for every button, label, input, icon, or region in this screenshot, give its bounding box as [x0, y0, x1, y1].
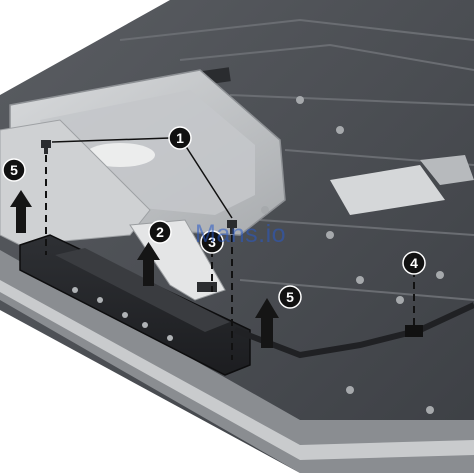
- svg-text:2: 2: [156, 224, 164, 240]
- button-board: [19, 234, 251, 376]
- bracket-cutout: [85, 143, 155, 167]
- callout-3: 3: [200, 230, 224, 254]
- lift-arrow-right: [255, 298, 279, 348]
- callout-2: 2: [148, 220, 172, 244]
- button-board-groove: [55, 248, 230, 332]
- chassis-ribs: [119, 18, 474, 301]
- chassis-pad-3: [420, 155, 474, 185]
- flex-connector-3: [197, 282, 217, 292]
- lift-arrow-middle: [137, 242, 160, 286]
- svg-text:3: 3: [208, 234, 216, 250]
- callout-4: 4: [402, 251, 426, 275]
- ribbon-cable: [233, 302, 474, 359]
- bracket-lower-panel: [0, 119, 151, 246]
- chassis-pad-2: [330, 165, 445, 215]
- removed-screw-1: [41, 140, 51, 154]
- callout-5-left: 5: [2, 158, 26, 182]
- alignment-lines: [45, 155, 415, 360]
- lift-arrow-left: [10, 190, 32, 233]
- chassis-front-edge: [0, 280, 474, 460]
- callout-1: 1: [168, 126, 192, 150]
- svg-text:5: 5: [286, 289, 294, 305]
- board-screws: [72, 287, 173, 341]
- svg-text:4: 4: [410, 255, 418, 271]
- svg-text:5: 5: [10, 162, 18, 178]
- removed-screw-2: [227, 220, 237, 234]
- chassis-screws: [261, 96, 444, 414]
- cable-connector-4: [405, 325, 423, 337]
- leader-lines-1: [51, 137, 233, 219]
- callout-5-right: 5: [278, 285, 302, 309]
- svg-text:1: 1: [176, 130, 184, 146]
